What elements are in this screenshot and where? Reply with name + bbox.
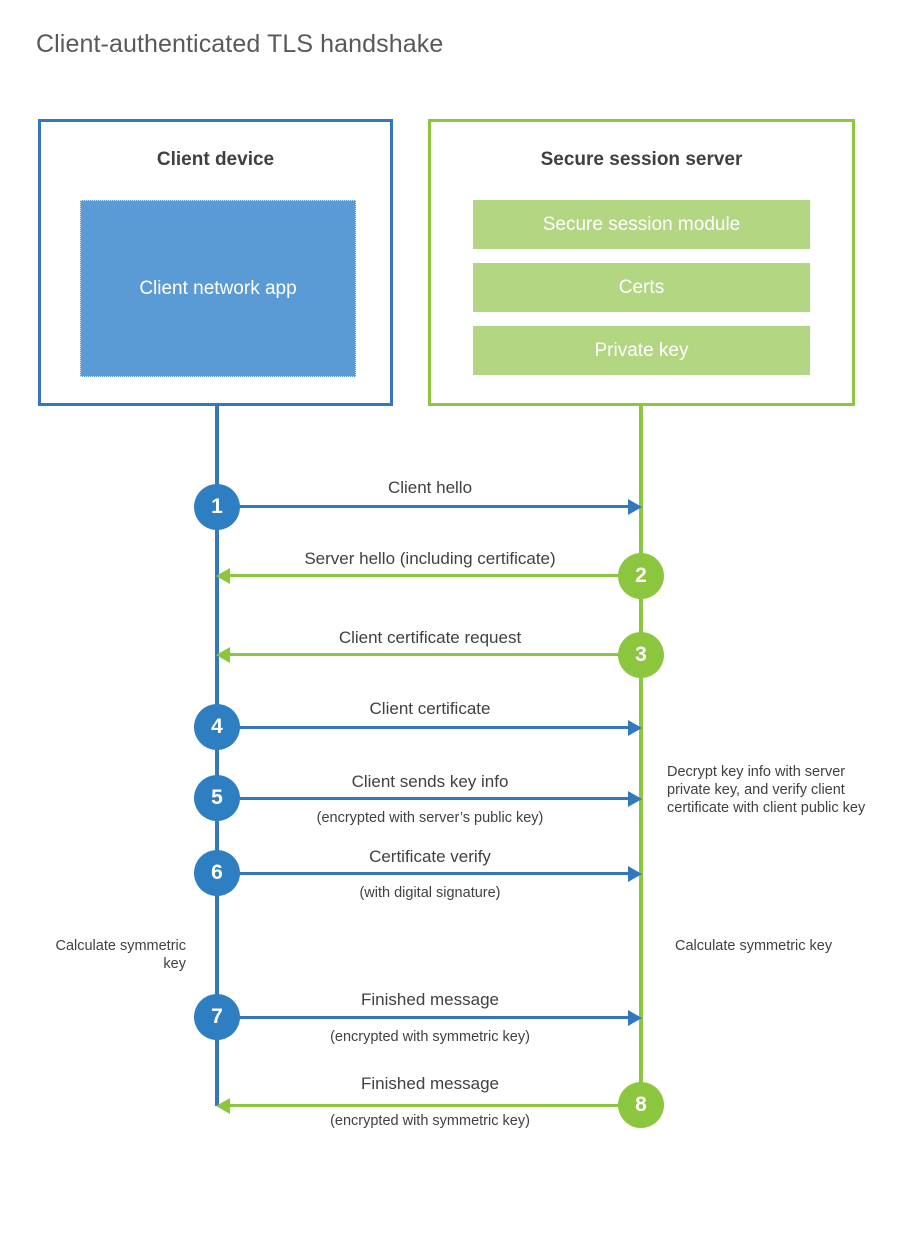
step-circle-7[interactable]: 7 [194,994,240,1040]
step-circle-1[interactable]: 1 [194,484,240,530]
message-label-8: Finished message [361,1074,499,1093]
server-block-certs: Certs [473,263,810,312]
annotation-server-calculate-symmetric-key: Calculate symmetric key [675,938,833,954]
arrowhead-right-icon [628,720,642,736]
client-device-box: Client device Client network app [38,119,393,406]
message-line-8 [228,1104,641,1107]
message-label-1: Client hello [387,478,473,497]
client-network-app-label: Client network app [139,278,297,299]
message-sublabel-8: (encrypted with symmetric key) [330,1113,530,1129]
client-lifeline [215,403,219,1106]
arrowhead-right-icon [628,499,642,515]
step-circle-6[interactable]: 6 [194,850,240,896]
step-circle-8[interactable]: 8 [618,1082,664,1128]
arrowhead-left-icon [216,568,230,584]
message-label-3: Client certificate request [338,628,522,647]
client-device-title: Client device [156,149,275,170]
step-circle-3[interactable]: 3 [618,632,664,678]
server-lifeline [639,403,643,1106]
message-sublabel-6: (with digital signature) [359,885,501,901]
arrowhead-left-icon [216,647,230,663]
secure-session-server-box: Secure session server Secure session mod… [428,119,855,406]
message-line-4 [217,726,630,729]
message-line-6 [217,872,630,875]
secure-session-server-title: Secure session server [540,149,743,170]
arrowhead-right-icon [628,866,642,882]
arrowhead-right-icon [628,791,642,807]
annotation-decrypt-key-info: Decrypt key info with server private key… [667,764,866,816]
message-sublabel-7: (encrypted with symmetric key) [330,1029,530,1045]
step-circle-4[interactable]: 4 [194,704,240,750]
message-label-5: Client sends key info [351,772,509,791]
page-title: Client-authenticated TLS handshake [36,30,444,58]
client-network-app-block: Client network app [80,200,356,377]
annotation-client-calculate-symmetric-key: Calculate symmetric key [55,938,186,972]
step-circle-5[interactable]: 5 [194,775,240,821]
message-label-2: Server hello (including certificate) [304,549,556,568]
step-circle-2[interactable]: 2 [618,553,664,599]
message-line-2 [228,574,641,577]
server-block-secure-session-module: Secure session module [473,200,810,249]
message-line-7 [217,1016,630,1019]
message-label-7: Finished message [361,990,499,1009]
arrowhead-right-icon [628,1010,642,1026]
message-line-3 [228,653,641,656]
message-sublabel-5: (encrypted with server’s public key) [316,810,544,826]
message-label-6: Certificate verify [369,847,491,866]
message-line-5 [217,797,630,800]
server-block-private-key: Private key [473,326,810,375]
arrowhead-left-icon [216,1098,230,1114]
message-label-4: Client certificate [369,699,491,718]
message-line-1 [217,505,630,508]
